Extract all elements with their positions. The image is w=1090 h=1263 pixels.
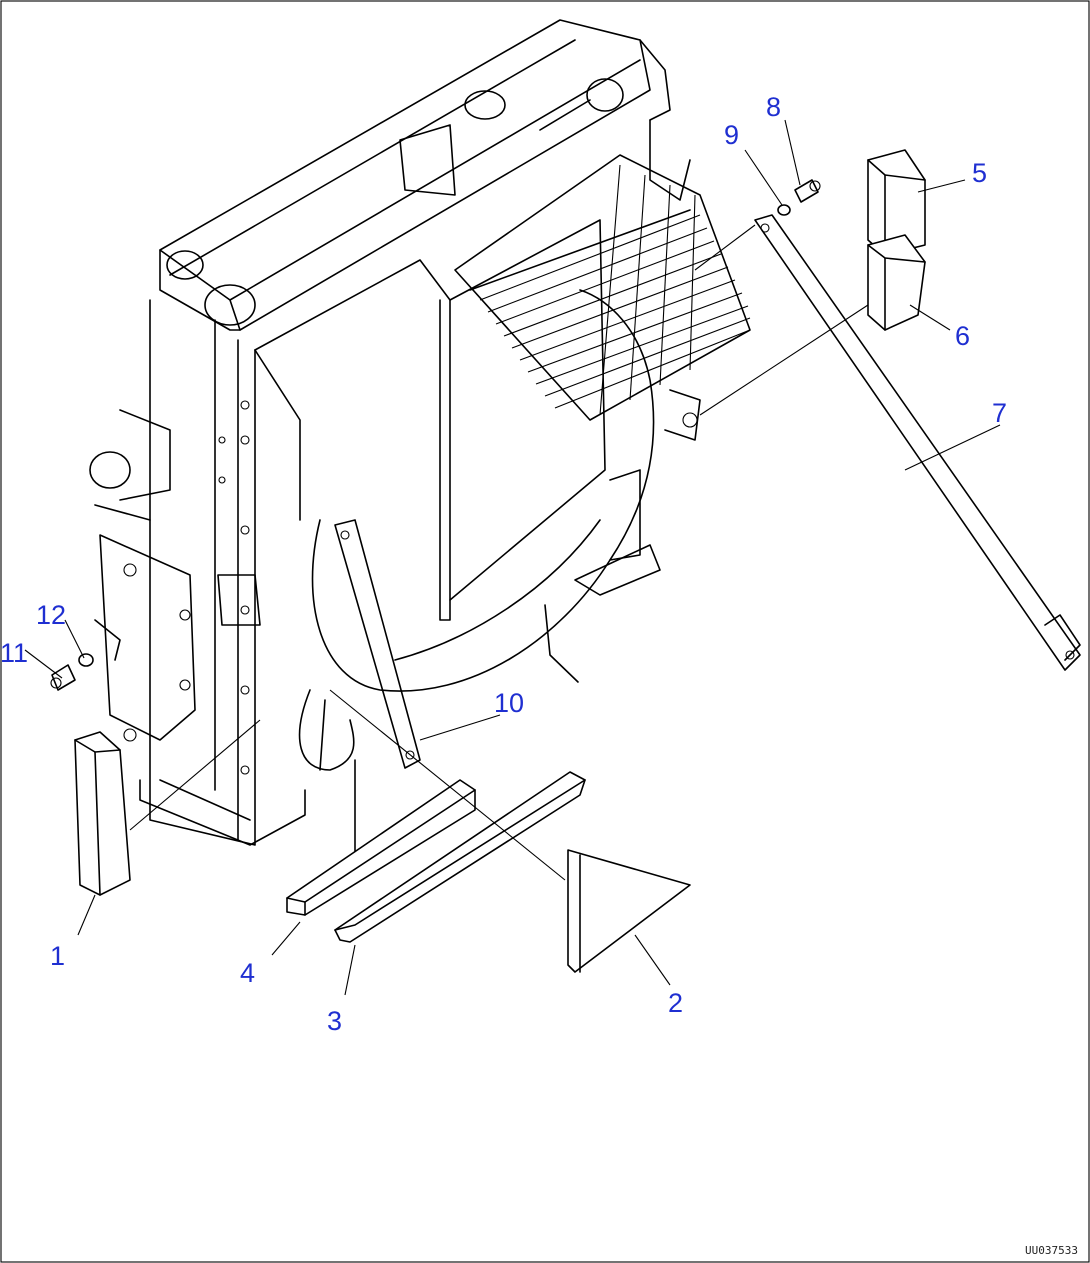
callout-10: 10 bbox=[494, 688, 524, 718]
seal-part-1 bbox=[74, 731, 131, 896]
callout-9: 9 bbox=[724, 120, 739, 150]
seal-part-3 bbox=[334, 771, 586, 943]
callout-7: 7 bbox=[992, 398, 1007, 428]
seal-part-4 bbox=[286, 779, 476, 916]
callout-2: 2 bbox=[668, 988, 683, 1018]
leader-lines bbox=[24, 119, 1001, 996]
drawing-id: UU037533 bbox=[1025, 1244, 1078, 1257]
callout-8: 8 bbox=[766, 92, 781, 122]
callout-1: 1 bbox=[50, 941, 65, 971]
callout-6: 6 bbox=[955, 321, 970, 351]
callout-labels: 1 2 3 4 5 6 7 8 9 10 11 12 bbox=[0, 92, 1007, 1036]
seal-part-6 bbox=[867, 234, 926, 331]
washer-part-9 bbox=[777, 204, 791, 216]
radiator-assembly bbox=[89, 19, 751, 861]
callout-3: 3 bbox=[327, 1006, 342, 1036]
callout-5: 5 bbox=[972, 158, 987, 188]
washer-part-12 bbox=[78, 653, 94, 667]
callout-11: 11 bbox=[0, 638, 28, 668]
bolt-part-8 bbox=[794, 179, 821, 203]
seal-part-5 bbox=[867, 149, 926, 256]
stay-part-7 bbox=[754, 214, 1081, 671]
stay-part-10 bbox=[334, 519, 421, 769]
bolt-part-11 bbox=[50, 664, 76, 691]
callout-12: 12 bbox=[36, 600, 66, 630]
seal-part-2 bbox=[567, 849, 691, 973]
callout-4: 4 bbox=[240, 958, 255, 988]
